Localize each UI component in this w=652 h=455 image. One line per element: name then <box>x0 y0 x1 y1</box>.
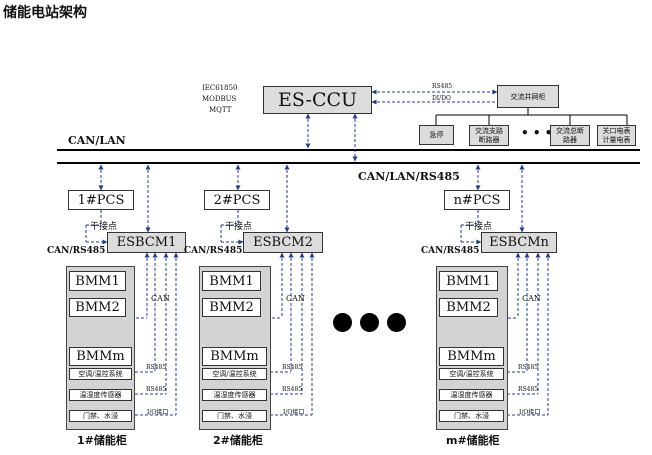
dry-contact-label: 干接点 <box>90 222 118 232</box>
ac-main-breaker-line1: 交流总断 <box>556 126 584 135</box>
bmm-box: BMM2 <box>202 298 261 317</box>
cabinet-label: m#储能柜 <box>446 434 500 447</box>
io-port-label: I/O接口 <box>147 409 169 416</box>
rs485-link-label: RS485 <box>518 364 539 371</box>
can-link-label: CAN <box>522 294 541 303</box>
door-flood-box: 门禁、水浸 <box>69 410 132 422</box>
sensor-box: 温湿度传感器 <box>202 389 267 401</box>
ac-main-breaker-box: 交流总断 路器 <box>550 125 590 146</box>
rs485-link-label: RS485 <box>146 364 167 371</box>
pcs-box: n#PCS <box>444 190 510 210</box>
bmm-label: BMM1 <box>209 273 254 289</box>
sensor-box: 温湿度传感器 <box>439 389 504 401</box>
bmm-box: BMM1 <box>69 271 126 291</box>
rs485-link-label: RS485 <box>518 386 539 393</box>
es-ccu-box: ES-CCU <box>263 86 372 114</box>
cabinet-label: 2#储能柜 <box>213 434 263 447</box>
can-link-label: CAN <box>151 294 170 303</box>
ac-main-breaker-line2: 路器 <box>563 135 577 144</box>
emergency-stop-box: 急停 <box>419 125 454 145</box>
bmm-label: BMMm <box>76 349 125 364</box>
gateway-meter-line1: 关口电表 <box>602 126 631 135</box>
gateway-meter-box: 关口电表 计量电表 <box>597 125 636 146</box>
rs485-link-label: RS485 <box>432 83 453 90</box>
sensor-box: 温湿度传感器 <box>69 389 132 401</box>
sensor-label: 温湿度传感器 <box>79 391 122 399</box>
hvac-label: 空调/温控系统 <box>212 370 257 378</box>
pcs-box: 1#PCS <box>68 190 134 210</box>
pcs-label: n#PCS <box>453 192 501 208</box>
bmm-box: BMMm <box>439 347 504 366</box>
dry-contact-label: 干接点 <box>225 222 253 232</box>
ac-grid-cabinet-label: 交流并网柜 <box>510 92 546 101</box>
door-flood-box: 门禁、水浸 <box>439 410 504 422</box>
door-flood-label: 门禁、水浸 <box>217 412 252 420</box>
ac-branch-breaker-box: 交流支路 断路器 <box>469 125 509 146</box>
io-port-label: I/O接口 <box>283 409 305 416</box>
can-rs485-label: CAN/RS485 <box>184 246 243 256</box>
bmm-box: BMM1 <box>202 271 261 291</box>
pcs-label: 1#PCS <box>77 192 125 208</box>
door-flood-box: 门禁、水浸 <box>202 410 267 422</box>
rs485-link-label: RS485 <box>282 386 303 393</box>
can-lan-bus-label: CAN/LAN <box>68 134 126 147</box>
hvac-box: 空调/温控系统 <box>439 368 504 380</box>
ellipsis-dot <box>333 313 352 332</box>
gateway-meter-line2: 计量电表 <box>602 135 631 144</box>
ac-branch-breaker-line1: 交流支路 <box>475 126 503 135</box>
bmm-label: BMM1 <box>75 273 120 289</box>
bmm-label: BMMm <box>447 349 496 364</box>
bmm-label: BMMm <box>210 349 259 364</box>
pcs-label: 2#PCS <box>213 192 261 208</box>
io-port-label: I/O接口 <box>519 409 541 416</box>
hvac-box: 空调/温控系统 <box>202 368 267 380</box>
bmm-box: BMMm <box>202 347 267 366</box>
hvac-box: 空调/温控系统 <box>69 368 132 380</box>
bmm-label: BMM2 <box>75 300 120 315</box>
ac-branch-breaker-line2: 断路器 <box>478 135 500 144</box>
can-rs485-label: CAN/RS485 <box>47 246 106 256</box>
protocol-label: IEC61850 <box>202 84 238 92</box>
more-components-ellipsis: • • • <box>521 126 553 140</box>
sensor-label: 温湿度传感器 <box>450 391 493 399</box>
hvac-label: 空调/温控系统 <box>449 370 494 378</box>
bmm-box: BMMm <box>69 347 132 366</box>
esbcm-label: ESBCM1 <box>116 235 177 250</box>
bmm-label: BMM2 <box>446 300 491 315</box>
bmm-label: BMM2 <box>209 300 254 315</box>
can-link-label: CAN <box>286 294 305 303</box>
esbcm-label: ESBCM2 <box>253 235 313 250</box>
di-do-link-label: DI/DO <box>432 95 451 102</box>
dry-contact-label: 干接点 <box>465 222 493 232</box>
door-flood-label: 门禁、水浸 <box>454 412 489 420</box>
bmm-box: BMM2 <box>439 298 498 317</box>
cabinet-label: 1#储能柜 <box>77 434 127 447</box>
can-lan-rs485-bus-label: CAN/LAN/RS485 <box>358 170 460 183</box>
ellipsis-dot <box>387 313 406 332</box>
door-flood-label: 门禁、水浸 <box>83 412 118 420</box>
esbcm-label: ESBCMn <box>489 235 549 250</box>
pcs-box: 2#PCS <box>204 190 270 210</box>
hvac-label: 空调/温控系统 <box>78 370 123 378</box>
esbcm-box: ESBCM2 <box>243 232 323 253</box>
sensor-label: 温湿度传感器 <box>213 391 256 399</box>
protocol-label: MQTT <box>209 106 232 114</box>
bmm-box: BMM2 <box>69 298 126 317</box>
esbcm-box: ESBCMn <box>481 232 557 253</box>
esbcm-box: ESBCM1 <box>107 232 186 253</box>
ellipsis-dot <box>360 313 379 332</box>
page-title: 储能电站架构 <box>3 5 87 21</box>
rs485-link-label: RS485 <box>146 386 167 393</box>
emergency-stop-label: 急停 <box>429 131 444 139</box>
can-rs485-label: CAN/RS485 <box>421 246 480 256</box>
bmm-box: BMM1 <box>439 271 498 291</box>
protocol-label: MODBUS <box>202 95 237 103</box>
es-ccu-label: ES-CCU <box>277 89 358 111</box>
rs485-link-label: RS485 <box>282 364 303 371</box>
bmm-label: BMM1 <box>446 273 491 289</box>
ac-grid-cabinet-box: 交流并网柜 <box>497 85 559 108</box>
